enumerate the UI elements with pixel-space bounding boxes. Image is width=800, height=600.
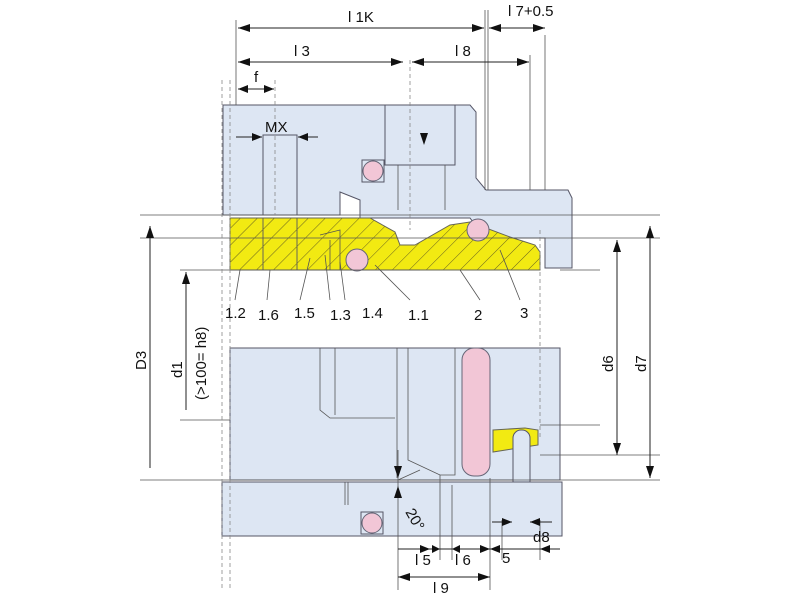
- o-ring-gland: [362, 160, 384, 182]
- part-1-4: 1.4: [362, 305, 383, 322]
- label-l5: l 5: [415, 552, 431, 569]
- housing-lower: [229, 347, 561, 481]
- dimension-mx: MX: [236, 119, 318, 141]
- part-2: 2: [474, 307, 482, 324]
- dimension-l8: l 8: [412, 43, 529, 66]
- part-1-3: 1.3: [330, 307, 351, 324]
- label-l9: l 9: [433, 580, 449, 597]
- label-f: f: [254, 69, 259, 86]
- label-d6: d6: [600, 355, 617, 372]
- dimension-l7: l 7+0.5: [489, 3, 553, 32]
- label-l1k: l 1K: [348, 9, 374, 26]
- shaft-sleeve: [221, 481, 563, 537]
- part-1-6: 1.6: [258, 307, 279, 324]
- label-d3: D3: [133, 351, 150, 370]
- dimension-l9: l 9: [398, 573, 490, 597]
- label-l3: l 3: [294, 43, 310, 60]
- o-ring-lower: [361, 512, 383, 534]
- part-1-2: 1.2: [225, 305, 246, 322]
- dimension-d1: d1 (>100= h8): [169, 272, 210, 410]
- dimension-d8: d8: [492, 518, 552, 546]
- o-ring-sleeve: [466, 218, 490, 242]
- part-3: 3: [520, 305, 528, 322]
- label-d1: d1: [169, 361, 186, 378]
- dimension-l3: l 3: [238, 43, 403, 66]
- drive-pin: [461, 347, 491, 477]
- label-5: 5: [502, 550, 510, 567]
- o-ring-seal: [345, 248, 369, 272]
- part-labels: 1.2 1.6 1.5 1.3 1.4 1.1 2 3: [225, 305, 528, 324]
- part-1-5: 1.5: [294, 305, 315, 322]
- dimension-d3: D3: [133, 226, 154, 468]
- label-d7: d7: [633, 355, 650, 372]
- port-bore: [384, 104, 456, 166]
- dimension-d7: d7: [633, 226, 654, 478]
- label-d1-note: (>100= h8): [193, 327, 210, 400]
- part-1-1: 1.1: [408, 307, 429, 324]
- label-d8: d8: [533, 529, 550, 546]
- label-l7: l 7+0.5: [508, 3, 553, 20]
- label-l6: l 6: [455, 552, 471, 569]
- dimension-l1k: l 1K: [238, 9, 484, 32]
- dimension-f: f: [238, 69, 274, 93]
- label-mx: MX: [265, 119, 288, 136]
- label-l8: l 8: [455, 43, 471, 60]
- dimension-d6: d6: [600, 240, 621, 455]
